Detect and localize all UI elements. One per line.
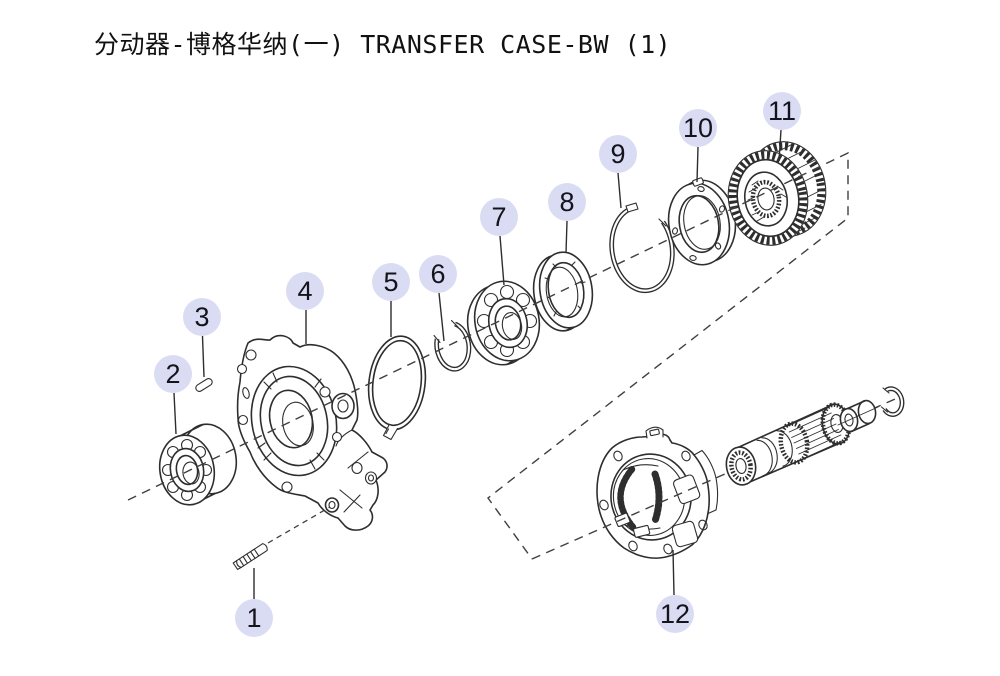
centerline-lower bbox=[531, 395, 903, 560]
callout-badge-3[interactable]: 3 bbox=[183, 298, 221, 336]
part-6-snap-ring-small bbox=[433, 319, 472, 372]
callout-badge-1[interactable]: 1 bbox=[235, 599, 273, 637]
part-7-ball-bearing bbox=[466, 280, 541, 366]
part-12-rear-carrier-housing bbox=[596, 426, 719, 559]
leader-10 bbox=[696, 146, 699, 183]
callout-badge-6[interactable]: 6 bbox=[419, 255, 457, 293]
leader-8 bbox=[565, 220, 568, 254]
page-title: 分动器-博格华纳(一) TRANSFER CASE-BW (1) bbox=[94, 30, 672, 59]
part-5-oil-baffle-ring bbox=[367, 335, 427, 441]
callout-badge-11[interactable]: 11 bbox=[763, 92, 801, 130]
leader-6 bbox=[438, 292, 445, 342]
callout-badge-2[interactable]: 2 bbox=[154, 355, 192, 393]
part-10-thrust-washer bbox=[667, 177, 737, 266]
leader-lines bbox=[173, 129, 782, 599]
part-9-snap-ring-large bbox=[609, 202, 675, 294]
leader-2 bbox=[173, 392, 177, 435]
part-11-drive-sprocket-gear bbox=[727, 141, 827, 246]
centerline-main bbox=[127, 151, 849, 560]
callout-badge-12[interactable]: 12 bbox=[656, 595, 694, 633]
part-1-hex-flange-bolt bbox=[232, 543, 268, 570]
callout-badge-5[interactable]: 5 bbox=[372, 263, 410, 301]
output-shaft bbox=[725, 402, 852, 486]
callout-badge-4[interactable]: 4 bbox=[286, 272, 324, 310]
callout-badge-9[interactable]: 9 bbox=[599, 135, 637, 173]
part-4-front-bearing-retainer bbox=[236, 334, 388, 531]
callout-badge-8[interactable]: 8 bbox=[548, 183, 586, 221]
leader-11 bbox=[778, 129, 782, 162]
leader-7 bbox=[499, 235, 505, 286]
part-3-dowel-pin bbox=[195, 378, 213, 392]
leader-3 bbox=[201, 335, 205, 378]
roller-bushing bbox=[837, 399, 879, 433]
leader-1-dashed bbox=[267, 506, 331, 544]
part-8-bearing-race bbox=[532, 251, 594, 332]
leader-12 bbox=[672, 549, 675, 596]
end-snap-ring bbox=[880, 386, 905, 417]
callout-badge-10[interactable]: 10 bbox=[679, 109, 717, 147]
leader-9 bbox=[617, 172, 622, 209]
part-2-ball-bearing bbox=[158, 423, 238, 506]
callout-badge-7[interactable]: 7 bbox=[480, 198, 518, 236]
